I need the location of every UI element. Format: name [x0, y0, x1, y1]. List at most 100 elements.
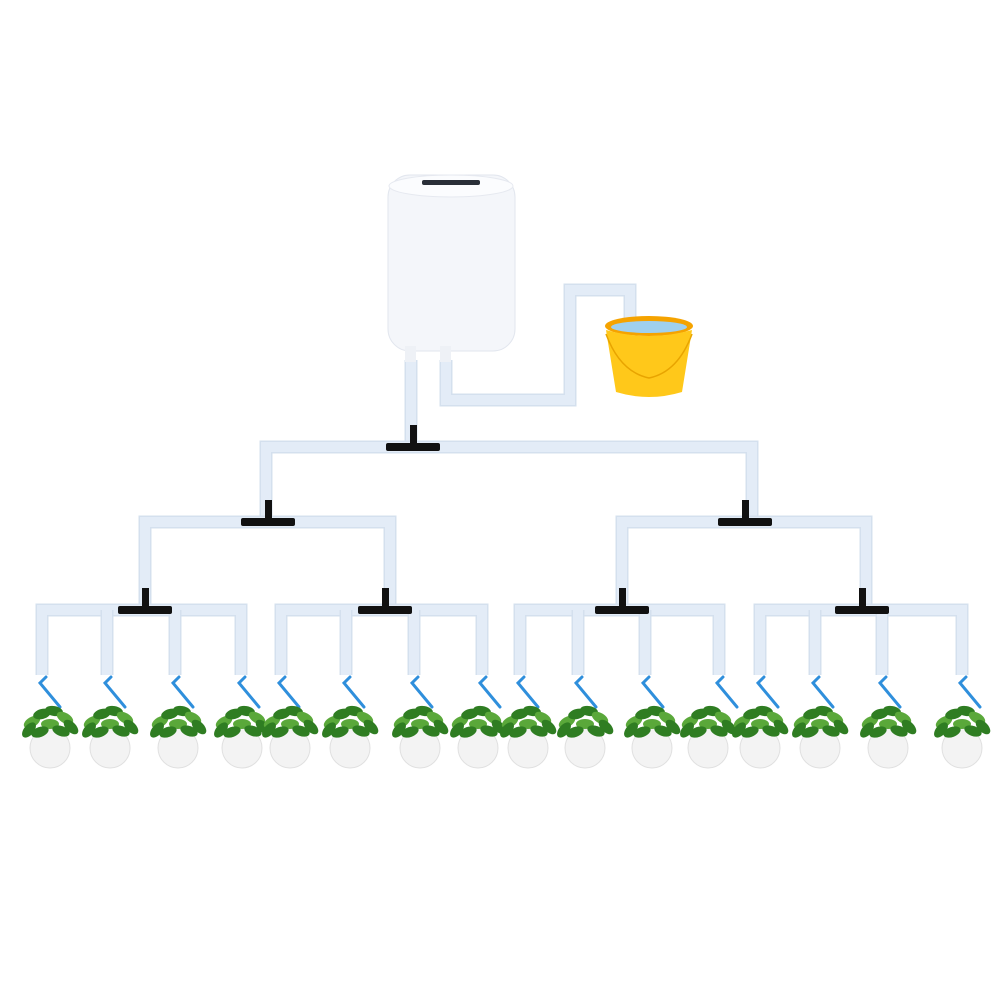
plant-leaf [680, 722, 694, 738]
drip-line [341, 675, 366, 709]
pipe-segment-edge [259, 440, 759, 522]
pipe-segment-edge [138, 515, 397, 610]
plant-leaf [934, 722, 948, 738]
tee-connectors [118, 425, 889, 614]
plant-leaf [654, 725, 672, 737]
potted-plant [680, 705, 737, 769]
plant-leaf [541, 719, 557, 735]
potted-plant [214, 705, 271, 769]
plant-leaf [82, 722, 96, 738]
plant-leaf [331, 726, 349, 738]
controller-outlet-right [440, 346, 451, 362]
controller-display [422, 180, 480, 185]
drip-line [276, 675, 301, 709]
potted-plant [392, 705, 449, 769]
plant-leaf [392, 722, 406, 738]
drip-line [409, 675, 434, 709]
drip-line [236, 675, 261, 709]
plant-leaf [890, 725, 908, 737]
plant-leaf [363, 719, 379, 735]
plant-leaf [123, 719, 139, 735]
plant-leaf [450, 722, 464, 738]
drip-line [102, 675, 127, 709]
drip-line [477, 675, 502, 709]
drip-lines [37, 675, 982, 709]
plant-leaf [860, 722, 874, 738]
plant-leaf [587, 725, 605, 737]
plant-leaf [721, 719, 737, 735]
plant-leaf [598, 719, 614, 735]
water-bucket [605, 316, 693, 397]
drip-line [573, 675, 598, 709]
plant-leaf [191, 719, 207, 735]
plant-leaf [401, 726, 419, 738]
plant-leaf [91, 726, 109, 738]
plant-leaf [303, 719, 319, 735]
tee-connector-bar [835, 606, 889, 614]
potted-plant [860, 705, 917, 769]
tee-connector-bar [358, 606, 412, 614]
plant-leaf [665, 719, 681, 735]
plant-leaf [223, 726, 241, 738]
irrigation-controller [387, 174, 516, 362]
plant-leaf [530, 725, 548, 737]
plant-leaf [869, 726, 887, 738]
plant-leaf [180, 725, 198, 737]
potted-plant [557, 705, 614, 769]
plant-leaf [741, 726, 759, 738]
plant-leaf [801, 726, 819, 738]
plant-leaf [422, 725, 440, 737]
plant-leaf [500, 722, 514, 738]
plant-leaf [63, 719, 79, 735]
pipe-segment-edge [274, 603, 489, 675]
potted-plant [732, 705, 789, 769]
drip-line [640, 675, 665, 709]
pipe-segment [755, 605, 967, 675]
water-surface [611, 321, 687, 333]
potted-plant [262, 705, 319, 769]
plant-leaf [822, 725, 840, 737]
potted-plant [322, 705, 379, 769]
pipe-segment [515, 605, 724, 675]
drip-line [877, 675, 902, 709]
plant-leaf [624, 722, 638, 738]
drip-line [37, 675, 62, 709]
plant-leaf [710, 725, 728, 737]
plant-leaf [433, 719, 449, 735]
potted-plant [792, 705, 849, 769]
plant-leaf [244, 725, 262, 737]
plant-leaf [52, 725, 70, 737]
potted-plants [22, 705, 991, 769]
pipe-segment [140, 517, 395, 610]
plant-leaf [480, 725, 498, 737]
drip-line [810, 675, 835, 709]
potted-plant [82, 705, 139, 769]
tee-connector-bar [595, 606, 649, 614]
pipe-segment-edge [615, 515, 873, 610]
plant-leaf [31, 726, 49, 738]
potted-plant [450, 705, 507, 769]
bucket-body [606, 330, 692, 397]
bucket-handle [605, 333, 693, 379]
tee-connector-bar [386, 443, 440, 451]
pipe-segment [441, 285, 635, 405]
plant-leaf [689, 726, 707, 738]
pipe-segment [261, 442, 757, 522]
potted-plant [934, 705, 991, 769]
plant-leaf [633, 726, 651, 738]
potted-plant [22, 705, 79, 769]
tee-connector-stem [142, 588, 149, 608]
pipe-segment [37, 605, 246, 675]
plant-leaf [566, 726, 584, 738]
tee-connector-stem [859, 588, 866, 608]
controller-lid [388, 174, 514, 198]
plant-leaf [112, 725, 130, 737]
potted-plant [500, 705, 557, 769]
drip-line [957, 675, 982, 709]
drip-line [515, 675, 540, 709]
pipe-segment [276, 605, 487, 675]
tee-connector-bar [118, 606, 172, 614]
plant-leaf [214, 722, 228, 738]
tee-connector-stem [265, 500, 272, 520]
plant-leaf [352, 725, 370, 737]
